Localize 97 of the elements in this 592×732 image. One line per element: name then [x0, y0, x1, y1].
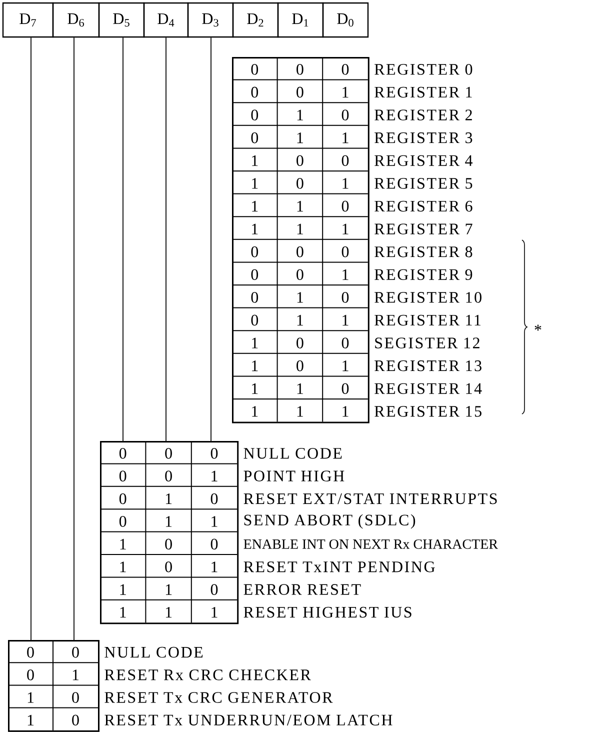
bit-value: 0	[210, 493, 218, 504]
bit-value: 1	[120, 584, 126, 595]
bit-box: D$_{1}$	[277, 2, 324, 38]
bit-value: 0	[27, 646, 34, 658]
bit-value: 0	[251, 269, 258, 280]
bit-value: 1	[166, 584, 172, 595]
bit-value: 0	[296, 86, 304, 98]
connector-line	[30, 37, 32, 640]
bit-value: 1	[252, 155, 258, 166]
bit-value: 0	[165, 470, 172, 482]
bit-value: 1	[120, 562, 126, 572]
bit-value: 0	[27, 670, 34, 680]
bit-value: 0	[296, 246, 304, 258]
bit-value: 0	[296, 338, 304, 348]
bit-value: 1	[342, 406, 348, 417]
bit-value: 1	[212, 606, 218, 618]
bit-box: D$_{2}$	[232, 2, 279, 38]
bit-value: 1	[342, 360, 348, 372]
bit-value: 0	[296, 269, 304, 280]
bit-value: 1	[252, 383, 258, 394]
bit-value: 0	[210, 584, 218, 595]
bit-value: 0	[342, 246, 349, 258]
bit-value: 1	[297, 200, 303, 212]
bit-box: D$_{7}$	[2, 2, 54, 38]
bit-value: 1	[252, 178, 258, 189]
bit-value: 0	[119, 448, 126, 459]
connector-line	[122, 37, 124, 442]
bit-value: 0	[210, 448, 218, 459]
bit-value: 0	[342, 338, 349, 348]
bit-value: 1	[342, 178, 348, 189]
bit-value: 0	[342, 110, 349, 120]
bit-value: 0	[119, 516, 126, 527]
connector-line	[210, 37, 212, 442]
bit-value: 1	[252, 224, 258, 234]
bit-value: 1	[120, 538, 126, 550]
bit-value: 1	[72, 670, 79, 680]
bit-box: D$_{6}$	[52, 2, 100, 38]
bit-value: 0	[251, 86, 258, 98]
bit-value: 0	[296, 178, 304, 189]
bit-value: 0	[119, 470, 126, 482]
bit-value: 1	[297, 132, 303, 144]
bit-value: 0	[251, 132, 258, 144]
bit-value: 1	[28, 692, 34, 703]
bit-value: 1	[297, 110, 303, 120]
bit-value: 1	[166, 493, 172, 504]
bit-value: 0	[342, 292, 349, 303]
bit-value: 0	[251, 64, 258, 75]
bit-value: 1	[297, 314, 303, 326]
bit-value: 0	[210, 538, 218, 550]
bit-value: 0	[251, 110, 258, 120]
bit-value: 0	[342, 383, 349, 394]
bit-value: 0	[165, 561, 172, 572]
bit-value: 1	[297, 406, 303, 417]
bit-value: 0	[342, 200, 349, 212]
bit-value: 1	[342, 314, 348, 326]
bit-value: 1	[28, 714, 34, 726]
bit-box: D$_{0}$	[322, 2, 369, 38]
bit-box: D$_{5}$	[98, 2, 145, 38]
command-name: NULL CODE	[104, 646, 203, 658]
bit-value: 0	[119, 493, 126, 504]
bit-value: 0	[296, 360, 304, 372]
bit-box: D$_{3}$	[187, 2, 234, 38]
bit-table	[232, 56, 370, 424]
bit-value: 1	[252, 360, 258, 372]
bit-value: 0	[296, 64, 304, 75]
bit-value: 1	[212, 470, 218, 482]
bit-value: 1	[252, 200, 258, 212]
bit-value: 0	[72, 692, 79, 703]
bit-value: 0	[251, 314, 258, 326]
bit-value: 1	[297, 292, 303, 303]
command-name: POINT HIGH	[244, 470, 344, 482]
bit-value: 1	[212, 562, 218, 572]
bit-value: 0	[251, 246, 258, 258]
bit-value: 0	[72, 714, 79, 726]
bit-value: 1	[120, 606, 126, 618]
bit-value: 1	[297, 224, 303, 234]
bit-value: 0	[296, 155, 304, 166]
bit-value: 1	[166, 606, 172, 618]
bit-value: 1	[342, 132, 348, 144]
bit-value: 1	[342, 269, 348, 280]
bit-table	[100, 440, 239, 624]
bit-value: 1	[212, 516, 218, 527]
bit-value: 1	[297, 383, 303, 394]
footnote-mark: *	[534, 324, 542, 331]
bit-value: 1	[342, 86, 348, 98]
bit-value: 0	[342, 155, 349, 166]
bit-value: 1	[342, 224, 348, 234]
bit-value: 1	[166, 516, 172, 527]
bit-table	[8, 640, 100, 732]
bit-value: 1	[252, 338, 258, 348]
bit-value: 0	[342, 64, 349, 75]
bit-value: 0	[72, 646, 79, 658]
bit-value: 0	[251, 292, 258, 303]
bit-value: 0	[165, 448, 172, 459]
bit-value: 0	[165, 538, 172, 550]
bit-box: D$_{4}$	[143, 2, 189, 38]
bit-value: 1	[252, 406, 258, 417]
